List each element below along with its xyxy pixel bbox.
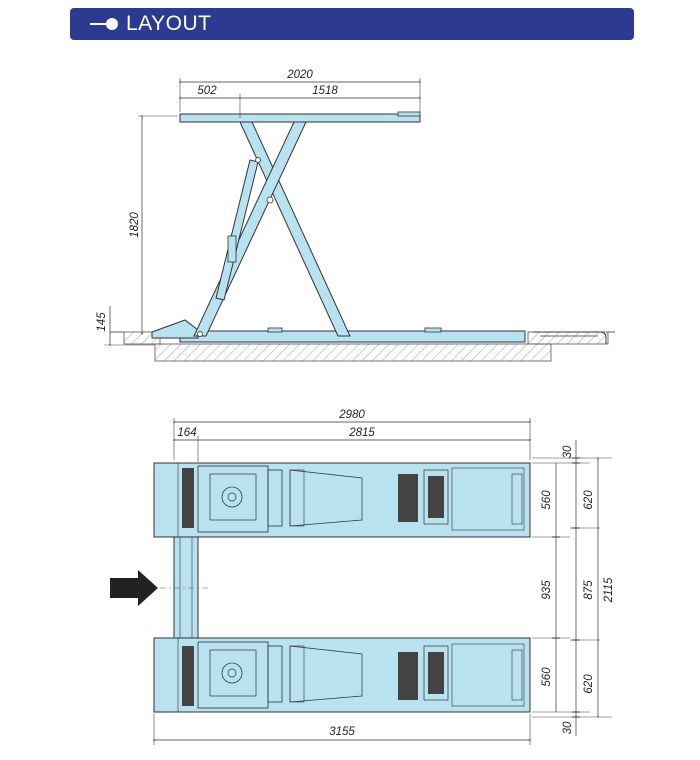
top-view: 2980 164 2815 3155 56 bbox=[110, 409, 615, 745]
dim-1820: 1820 bbox=[129, 114, 178, 336]
dim-runway-width-outer-top: 620 bbox=[583, 490, 595, 510]
dim-front-overhang: 502 bbox=[197, 85, 217, 97]
section-title: LAYOUT bbox=[126, 12, 212, 35]
dim-inner-gap: 935 bbox=[541, 580, 553, 600]
lift-base bbox=[151, 319, 607, 344]
grid-plate bbox=[398, 474, 418, 522]
section-header: LAYOUT bbox=[70, 8, 634, 40]
scissor-arms bbox=[193, 121, 351, 337]
side-view: 2020 502 1518 1820 145 bbox=[96, 69, 615, 362]
dim-platform-rest: 1518 bbox=[312, 85, 338, 97]
dim-runway-width-inner-top: 560 bbox=[541, 490, 553, 510]
dim-front-offset: 164 bbox=[177, 427, 196, 439]
floor-pit bbox=[110, 331, 615, 362]
dim-164-2815: 164 2815 bbox=[172, 427, 532, 462]
header-line bbox=[90, 23, 112, 25]
lift-platform bbox=[179, 111, 421, 123]
header-dot-icon bbox=[106, 18, 118, 30]
direction-arrow-icon bbox=[110, 570, 158, 606]
grid-plate bbox=[428, 476, 444, 518]
dim-runway-length: 2815 bbox=[348, 427, 375, 439]
runway-bottom bbox=[153, 637, 531, 713]
dim-edge-gap-bottom: 30 bbox=[562, 721, 574, 734]
dim-runway-width-outer-bottom: 620 bbox=[583, 674, 595, 694]
dim-edge-gap-top: 30 bbox=[562, 445, 574, 458]
cross-beam bbox=[173, 527, 199, 641]
dim-center-gap: 875 bbox=[583, 580, 595, 600]
dim-overall-width: 2115 bbox=[603, 577, 615, 603]
dim-max-height: 1820 bbox=[129, 212, 141, 238]
grid-plate bbox=[182, 646, 194, 706]
grid-plate bbox=[428, 652, 444, 694]
dim-145: 145 bbox=[96, 306, 155, 347]
grid-plate bbox=[182, 468, 194, 528]
dim-runway-width-inner-bottom: 560 bbox=[541, 667, 553, 687]
dim-overall-length: 2020 bbox=[286, 69, 313, 81]
dim-2020: 2020 bbox=[178, 69, 422, 112]
dim-min-height: 145 bbox=[96, 312, 108, 332]
runway-top bbox=[153, 462, 531, 538]
dim-2980: 2980 bbox=[172, 409, 532, 460]
dim-overall-length: 2980 bbox=[338, 409, 365, 421]
dim-total-length: 3155 bbox=[329, 726, 355, 738]
dim-3155: 3155 bbox=[152, 714, 532, 745]
dim-502-1518: 502 1518 bbox=[178, 85, 422, 118]
grid-plate bbox=[398, 652, 418, 700]
